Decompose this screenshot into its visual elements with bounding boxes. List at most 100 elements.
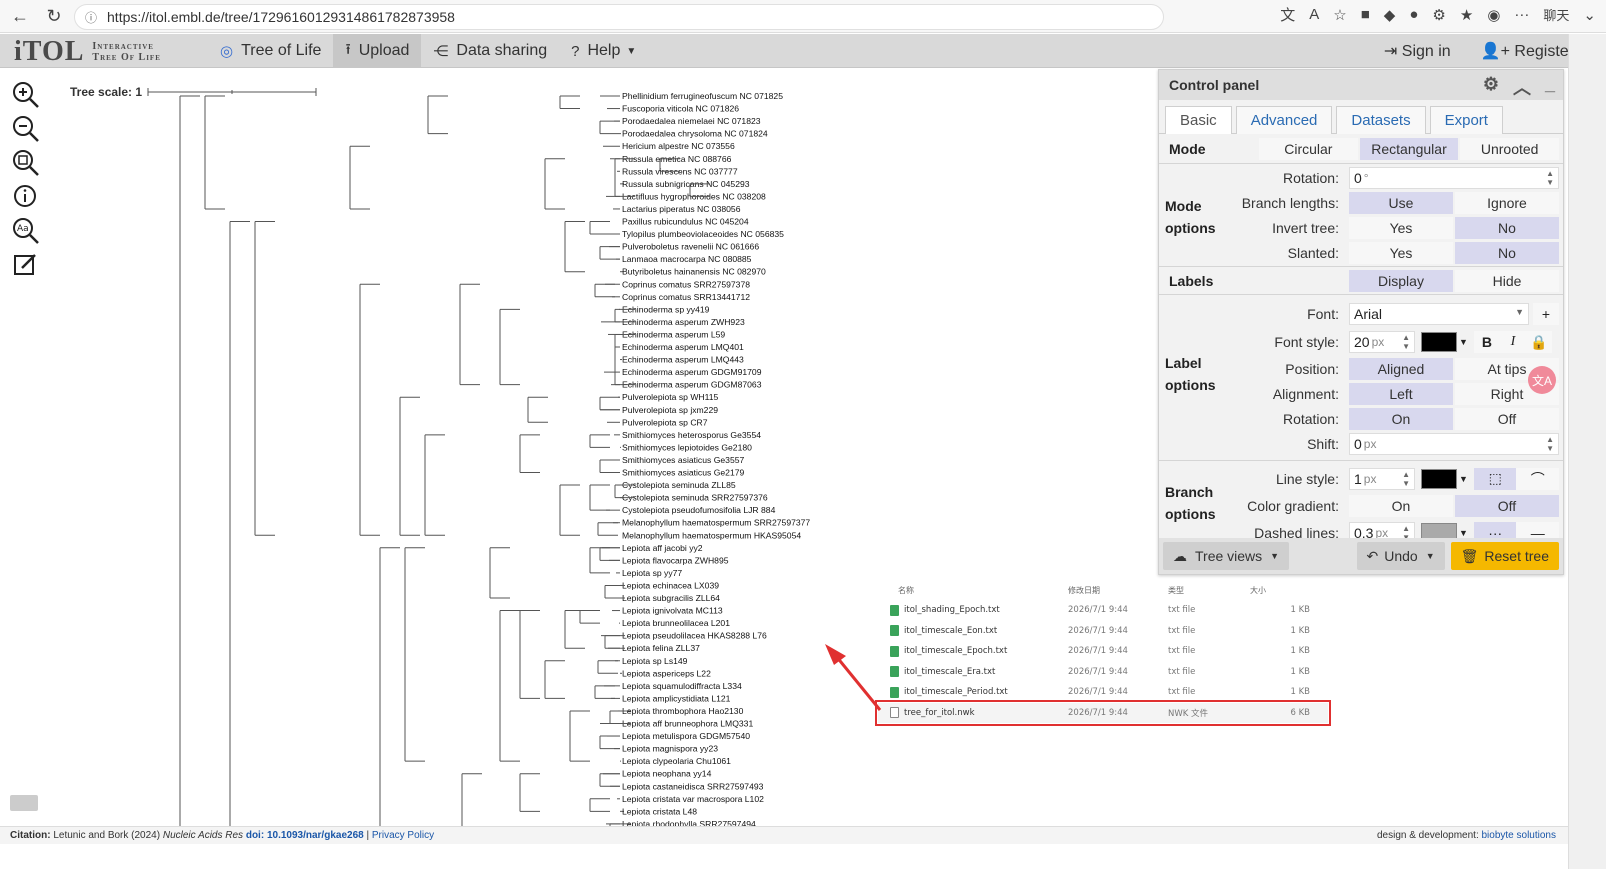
read-aloud-icon[interactable]: A <box>1309 6 1320 23</box>
gear-icon[interactable]: ⚙ <box>1482 74 1499 94</box>
alignment-left[interactable]: Left <box>1349 382 1453 405</box>
leaf-label[interactable]: Echinoderma sp yy419 <box>622 304 710 314</box>
leaf-label[interactable]: Lepiota cristata L48 <box>622 806 697 816</box>
leaf-label[interactable]: Pulverolepiota sp jxm229 <box>622 405 718 415</box>
chevron-down-icon[interactable]: ▼ <box>1459 473 1468 484</box>
address-bar[interactable]: ⓘ https://itol.embl.de/tree/172961601293… <box>74 4 1164 30</box>
leaf-label[interactable]: Cystolepiota seminuda ZLL85 <box>622 480 736 490</box>
leaf-label[interactable]: Lepiota thrombophora Hao2130 <box>622 706 744 716</box>
chevron-down-icon[interactable]: ▼ <box>1459 337 1468 347</box>
favorite-icon[interactable]: ☆ <box>1333 6 1347 24</box>
leaf-label[interactable]: Smithiomyces heterosporus Ge3554 <box>622 430 761 440</box>
label-rotation-off[interactable]: Off <box>1455 407 1559 430</box>
leaf-label[interactable]: Echinoderma asperum ZWH923 <box>622 317 745 327</box>
line-style-square-icon[interactable]: ⬚ <box>1473 467 1517 490</box>
control-panel-header[interactable]: Control panel ⚙ ︿ _ <box>1159 70 1563 100</box>
color-gradient-off[interactable]: Off <box>1455 494 1559 517</box>
register-link[interactable]: 👤+ Register <box>1480 43 1574 60</box>
leaf-label[interactable]: Lepiota amplicystidiata L121 <box>622 693 731 703</box>
slanted-yes[interactable]: Yes <box>1349 241 1453 264</box>
label-search-icon[interactable]: Aa <box>10 216 42 246</box>
leaf-label[interactable]: Butyriboletus hainanensis NC 082970 <box>622 267 766 277</box>
invert-tree-yes[interactable]: Yes <box>1349 216 1453 239</box>
chevron-down-icon[interactable]: ▼ <box>1459 527 1468 538</box>
extension-icon[interactable]: ■ <box>1360 6 1370 23</box>
phylogenetic-tree[interactable]: Phellinidium ferrugineofuscum NC 071825F… <box>0 78 1160 826</box>
leaf-label[interactable]: Paxillus rubicundulus NC 045204 <box>622 217 749 227</box>
profile-icon[interactable]: ◉ <box>1487 6 1501 24</box>
leaf-label[interactable]: Lepiota pseudolilacea HKAS8288 L76 <box>622 631 767 641</box>
itol-logo[interactable]: iTOL Interactive Tree Of Life <box>14 36 161 68</box>
leaf-label[interactable]: Lepiota aff jacobi yy2 <box>622 543 703 553</box>
site-info-icon[interactable]: ⓘ <box>85 10 98 25</box>
zoom-out-icon[interactable] <box>10 114 42 144</box>
leaf-label[interactable]: Lepiota brunneolilacea L201 <box>622 618 730 628</box>
tab-basic[interactable]: Basic <box>1165 106 1232 134</box>
leaf-label[interactable]: Lepiota squamulodiffracta L334 <box>622 681 742 691</box>
menu-help[interactable]: ? Help ▼ <box>571 42 637 60</box>
leaf-label[interactable]: Cystolepiota seminuda SRR27597376 <box>622 493 768 503</box>
info-icon[interactable] <box>10 182 42 212</box>
privacy-policy-link[interactable]: Privacy Policy <box>371 830 435 841</box>
leaf-label[interactable]: Echinoderma asperum GDGM91709 <box>622 367 762 377</box>
undo-button[interactable]: ↶Undo▼ <box>1356 542 1445 570</box>
leaf-label[interactable]: Melanophyllum haematospermum HKAS95054 <box>622 530 801 540</box>
menu-data-sharing[interactable]: ⋲ Data sharing <box>433 42 548 60</box>
line-style-curved-icon[interactable]: ⌒ <box>1516 467 1560 490</box>
mode-unrooted[interactable]: Unrooted <box>1460 138 1560 160</box>
doi-link[interactable]: doi: 10.1093/nar/gkae268 <box>245 830 364 841</box>
color-gradient-on[interactable]: On <box>1349 494 1453 517</box>
tab-advanced[interactable]: Advanced <box>1235 106 1333 134</box>
leaf-label[interactable]: Echinoderma asperum L59 <box>622 329 725 339</box>
leaf-label[interactable]: Lepiota sp Ls149 <box>622 656 688 666</box>
leaf-label[interactable]: Lepiota echinacea LX039 <box>622 580 719 590</box>
zoom-fit-icon[interactable] <box>10 148 42 178</box>
labels-hide[interactable]: Hide <box>1455 269 1559 292</box>
leaf-label[interactable]: Lepiota flavocarpa ZWH895 <box>622 555 729 565</box>
column-name[interactable]: 名称 <box>898 585 914 595</box>
leaf-label[interactable]: Echinoderma asperum LMQ401 <box>622 342 744 352</box>
back-icon[interactable]: ← <box>11 5 29 26</box>
keyboard-icon[interactable] <box>10 795 38 811</box>
collapse-icon[interactable]: ︿ <box>1512 78 1531 98</box>
leaf-label[interactable]: Echinoderma asperum GDGM87063 <box>622 380 762 390</box>
reset-tree-button[interactable]: 🗑Reset tree <box>1450 542 1559 570</box>
leaf-label[interactable]: Lepiota metulispora GDGM57540 <box>622 731 750 741</box>
leaf-label[interactable]: Cystolepiota pseudofumosifolia LJR 884 <box>622 505 776 515</box>
copilot-chat-button[interactable]: 聊天 <box>1543 9 1570 24</box>
mode-rectangular[interactable]: Rectangular <box>1359 138 1459 160</box>
bold-button[interactable]: B <box>1473 331 1500 353</box>
leaf-label[interactable]: Pulveroboletus ravenelii NC 061666 <box>622 242 759 252</box>
leaf-label[interactable]: Lepiota rhodophylla SRR27597494 <box>622 819 756 826</box>
leaf-label[interactable]: Smithiomyces lepiotoides Ge2180 <box>622 442 752 452</box>
extension-icon[interactable]: ● <box>1409 6 1419 23</box>
page-scrollbar[interactable] <box>1568 34 1606 869</box>
menu-upload[interactable]: ⭱ Upload <box>333 34 422 68</box>
mode-circular[interactable]: Circular <box>1259 138 1358 160</box>
column-size[interactable]: 大小 <box>1250 585 1266 595</box>
tab-datasets[interactable]: Datasets <box>1336 106 1426 134</box>
reload-icon[interactable]: ↻ <box>46 5 62 26</box>
tree-views-button[interactable]: ☁Tree views▼ <box>1163 542 1290 570</box>
leaf-label[interactable]: Tylopilus plumbeoviolaceoides NC 056835 <box>622 229 784 239</box>
minimize-icon[interactable]: _ <box>1544 74 1555 94</box>
labels-display[interactable]: Display <box>1349 269 1453 292</box>
more-icon[interactable]: ··· <box>1514 6 1530 23</box>
zoom-in-icon[interactable] <box>10 80 42 110</box>
leaf-label[interactable]: Lepiota felina ZLL37 <box>622 643 700 653</box>
leaf-label[interactable]: Russula subnigricans NC 045293 <box>622 179 750 189</box>
biobyte-link[interactable]: biobyte solutions <box>1481 830 1557 841</box>
position-aligned[interactable]: Aligned <box>1349 357 1453 380</box>
leaf-label[interactable]: Porodaedalea chrysoloma NC 071824 <box>622 129 768 139</box>
leaf-label[interactable]: Lepiota aspericeps L22 <box>622 668 711 678</box>
add-font-button[interactable]: + <box>1533 303 1559 325</box>
favorites-bar-icon[interactable]: ★ <box>1459 6 1474 24</box>
leaf-label[interactable]: Smithiomyces asiaticus Ge3557 <box>622 455 744 465</box>
